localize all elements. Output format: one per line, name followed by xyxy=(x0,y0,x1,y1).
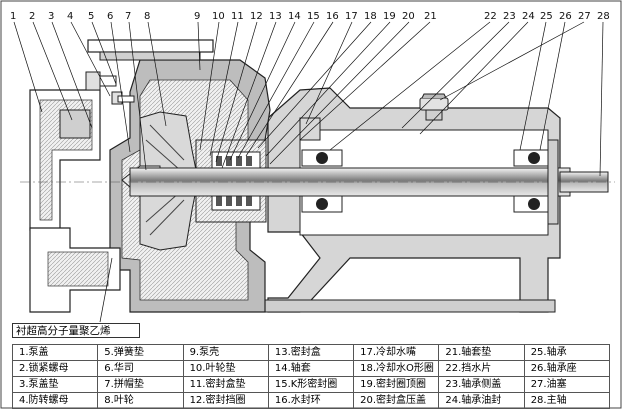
table-cell: 2.锁紧螺母 xyxy=(11,360,99,377)
table-row: 1.泵盖 5.弹簧垫 9.泵壳 13.密封盒 17.冷却水嘴 21.轴套垫 25… xyxy=(11,344,611,361)
table-cell: 6.华司 xyxy=(97,360,184,377)
leader-number: 25 xyxy=(540,11,553,22)
leader-number: 6 xyxy=(107,11,113,22)
leader-number: 4 xyxy=(67,11,73,22)
table-cell: 4.防转螺母 xyxy=(11,392,99,409)
table-cell: 7.拼帽垫 xyxy=(97,376,184,393)
lining-callout-label: 衬超高分子量聚乙烯 xyxy=(12,323,140,338)
leader-number: 16 xyxy=(326,11,339,22)
leader-number: 22 xyxy=(484,11,497,22)
bearing-side-cover xyxy=(547,139,559,225)
table-cell: 14.轴套 xyxy=(267,360,355,377)
bearing-rear xyxy=(513,149,555,213)
table-cell: 19.密封圈顶圈 xyxy=(353,376,440,393)
table-cell: 18.冷却水O形圈 xyxy=(353,360,440,377)
table-cell: 9.泵壳 xyxy=(182,344,269,361)
table-cell: 13.密封盒 xyxy=(267,344,355,361)
table-row: 4.防转螺母 8.叶轮 12.密封挡圈 16.水封环 20.密封盒压盖 24.轴… xyxy=(11,392,611,409)
leader-number: 10 xyxy=(212,11,225,22)
leader-number: 18 xyxy=(364,11,377,22)
table-row: 2.锁紧螺母 6.华司 10.叶轮垫 14.轴套 18.冷却水O形圈 22.挡水… xyxy=(11,360,611,377)
leader-lines xyxy=(13,21,604,323)
leader-number: 17 xyxy=(345,11,358,22)
leader-number: 24 xyxy=(522,11,535,22)
table-cell: 11.密封盒垫 xyxy=(182,376,269,393)
leader-number: 23 xyxy=(503,11,516,22)
outlet-flange-seat xyxy=(99,51,201,61)
table-cell: 21.轴套垫 xyxy=(438,344,525,361)
parts-list-table: 1.泵盖 5.弹簧垫 9.泵壳 13.密封盒 17.冷却水嘴 21.轴套垫 25… xyxy=(11,344,611,409)
leader-number: 28 xyxy=(597,11,610,22)
leader-number: 15 xyxy=(307,11,320,22)
leader-number: 21 xyxy=(424,11,437,22)
inlet-lining xyxy=(47,251,109,287)
k-type-seal-rings xyxy=(216,156,252,206)
leader-number: 1 xyxy=(10,11,16,22)
leader-number: 12 xyxy=(250,11,263,22)
leader-number: 20 xyxy=(402,11,415,22)
table-cell: 20.密封盒压盖 xyxy=(353,392,440,409)
table-cell: 3.泵盖垫 xyxy=(11,376,99,393)
leader-number: 26 xyxy=(559,11,572,22)
leader-number: 8 xyxy=(144,11,150,22)
leader-number: 27 xyxy=(578,11,591,22)
table-cell: 15.K形密封圈 xyxy=(267,376,355,393)
table-cell: 25.轴承 xyxy=(523,344,611,361)
table-cell: 16.水封环 xyxy=(267,392,355,409)
table-row: 3.泵盖垫 7.拼帽垫 11.密封盒垫 15.K形密封圈 19.密封圈顶圈 23… xyxy=(11,376,611,393)
table-cell: 23.轴承侧盖 xyxy=(438,376,525,393)
leader-number: 2 xyxy=(29,11,35,22)
table-cell: 22.挡水片 xyxy=(438,360,525,377)
leader-number: 13 xyxy=(269,11,282,22)
table-cell: 17.冷却水嘴 xyxy=(353,344,440,361)
leader-number: 5 xyxy=(88,11,94,22)
table-cell: 28.主轴 xyxy=(523,392,611,409)
table-cell: 10.叶轮垫 xyxy=(182,360,269,377)
table-cell: 24.轴承油封 xyxy=(438,392,525,409)
cover-boss xyxy=(59,109,91,139)
table-cell: 12.密封挡圈 xyxy=(182,392,269,409)
leader-number: 19 xyxy=(383,11,396,22)
leader-number: 11 xyxy=(231,11,244,22)
table-cell: 26.轴承座 xyxy=(523,360,611,377)
leader-number: 3 xyxy=(48,11,54,22)
leader-number: 14 xyxy=(288,11,301,22)
table-cell: 8.叶轮 xyxy=(97,392,184,409)
locking-nut xyxy=(85,71,117,91)
bracket-foot xyxy=(264,299,556,313)
cooling-water-nozzle xyxy=(299,117,321,141)
table-cell: 1.泵盖 xyxy=(11,344,99,361)
table-cell: 27.油塞 xyxy=(523,376,611,393)
leader-number: 7 xyxy=(125,11,131,22)
outlet-flange xyxy=(87,39,214,53)
leader-number-labels: 1 2 3 4 5 6 7 8 9 10 11 12 13 14 15 16 1… xyxy=(10,11,610,22)
table-cell: 5.弹簧垫 xyxy=(97,344,184,361)
leader-number: 9 xyxy=(194,11,200,22)
